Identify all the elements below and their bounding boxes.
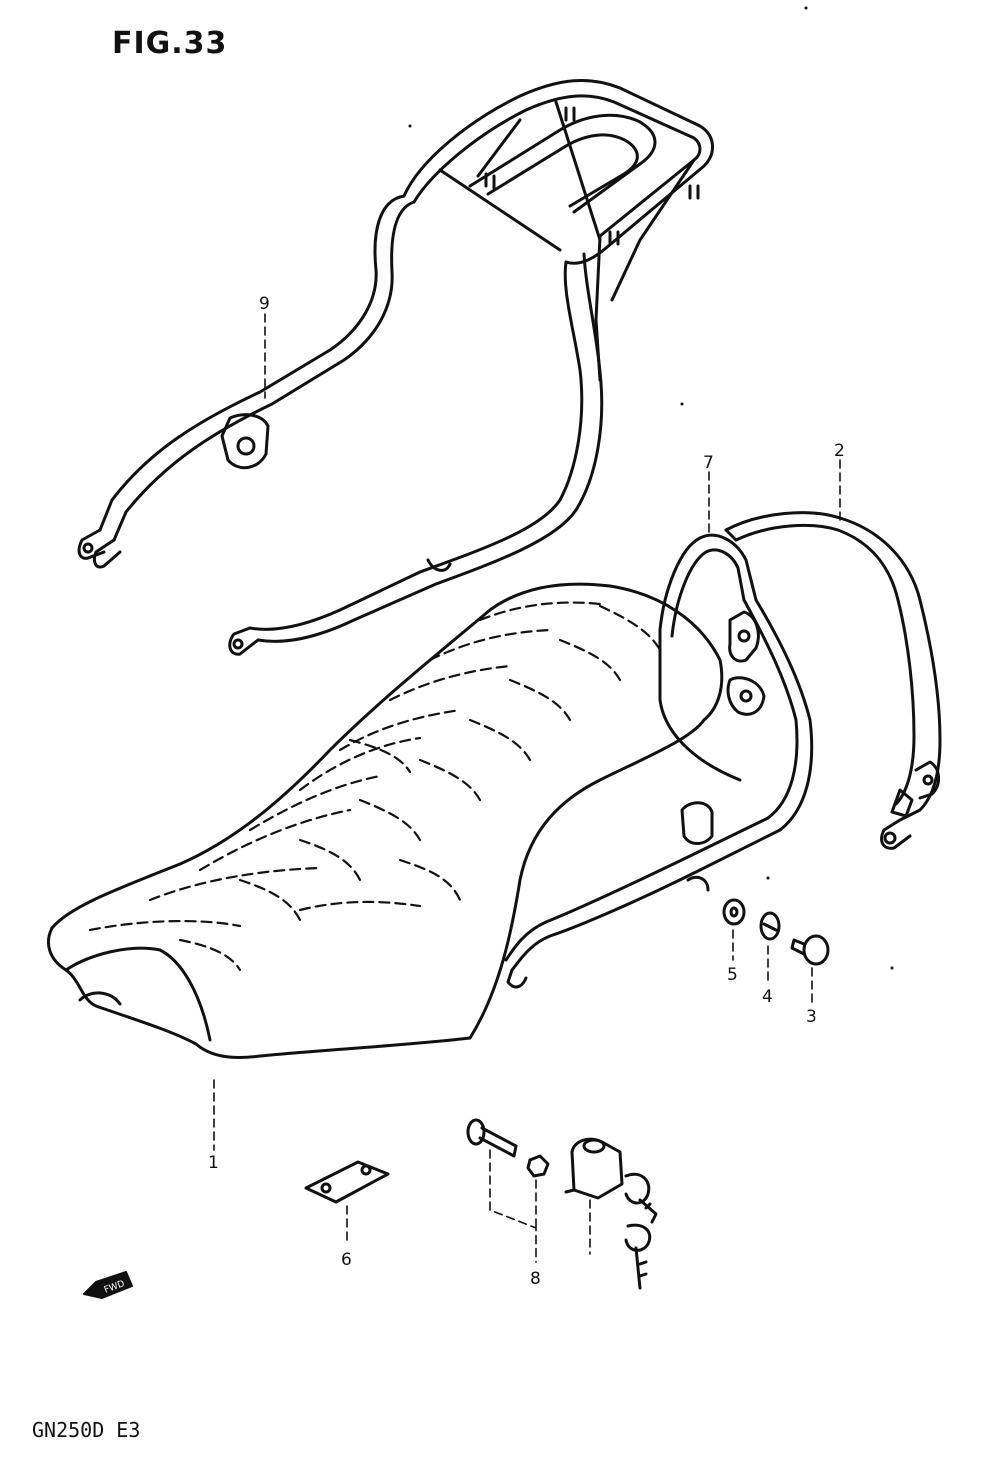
lock-washer: [759, 911, 781, 941]
bolt: [790, 934, 830, 966]
callout-1: 1: [208, 1153, 219, 1173]
leader-lines: [213, 313, 841, 1263]
callout-2: 2: [834, 441, 845, 461]
seat-plate: [304, 1160, 390, 1204]
forward-direction-arrow: [83, 1271, 133, 1299]
callout-7: 7: [703, 453, 714, 473]
callout-5: 5: [727, 965, 738, 985]
callout-4: 4: [762, 987, 773, 1007]
seat-lock-set: [466, 1118, 658, 1290]
figure-title: FIG.33: [112, 26, 228, 61]
washer: [722, 898, 746, 926]
callout-6: 6: [341, 1250, 352, 1270]
callout-8: 8: [530, 1269, 541, 1289]
seat: [47, 582, 724, 1059]
rear-grip-bar: [504, 533, 814, 989]
scan-specks: [408, 6, 894, 970]
model-code: GN250D E3: [32, 1418, 141, 1442]
callout-3: 3: [806, 1007, 817, 1027]
callout-9: 9: [259, 294, 270, 314]
rear-carrier: [77, 79, 714, 656]
rear-grip-pad: [724, 511, 942, 850]
